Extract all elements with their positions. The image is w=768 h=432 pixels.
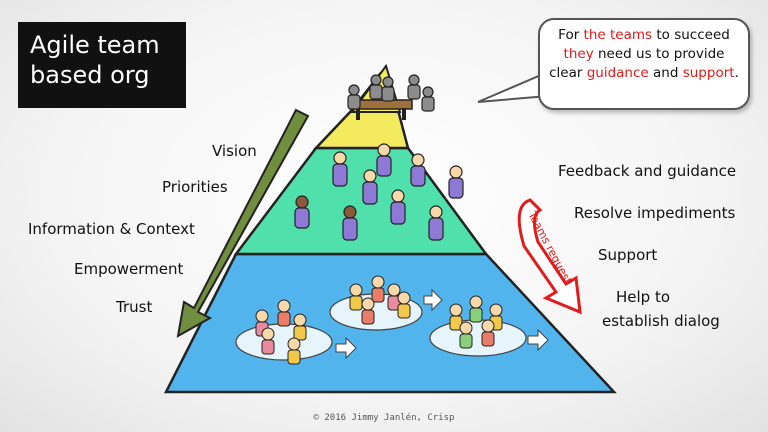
callout-text-3: need us to provide clear: [549, 46, 725, 81]
team-cluster-left: [235, 299, 357, 365]
callout-text-1: For: [558, 27, 584, 43]
callout-highlight-they: they: [563, 46, 594, 62]
leadership-table: [347, 74, 435, 120]
label-information-context: Information & Context: [28, 220, 195, 238]
callout-text-5: .: [734, 65, 739, 81]
label-trust: Trust: [116, 298, 153, 316]
middle-managers: [294, 143, 464, 241]
callout-highlight-support: support: [682, 65, 735, 81]
teams-request-arrow: Teams request: [517, 198, 582, 315]
label-support: Support: [598, 246, 658, 264]
team-cluster-right: [429, 295, 549, 357]
callout-text-4: and: [648, 65, 683, 81]
copyright-text: © 2016 Jimmy Janlén, Crisp: [313, 413, 455, 423]
callout-highlight-guidance: guidance: [586, 65, 649, 81]
title-box: Agile team based org: [18, 22, 186, 108]
title-line-2: based org: [30, 61, 150, 89]
label-vision: Vision: [212, 142, 257, 160]
callout-text-2: to succeed: [652, 27, 730, 43]
label-help-to: Help to: [616, 288, 671, 306]
callout-highlight-teams: the teams: [583, 27, 653, 43]
label-empowerment: Empowerment: [74, 260, 184, 278]
label-priorities: Priorities: [162, 178, 228, 196]
speech-callout: For the teams to succeed they need us to…: [538, 18, 750, 110]
title-line-1: Agile team: [30, 31, 160, 59]
left-downward-arrow: [176, 108, 310, 338]
label-resolve-impediments: Resolve impediments: [574, 204, 736, 222]
label-establish-dialog: establish dialog: [602, 312, 720, 330]
label-feedback-guidance: Feedback and guidance: [558, 162, 737, 180]
team-cluster-middle: [329, 275, 443, 331]
